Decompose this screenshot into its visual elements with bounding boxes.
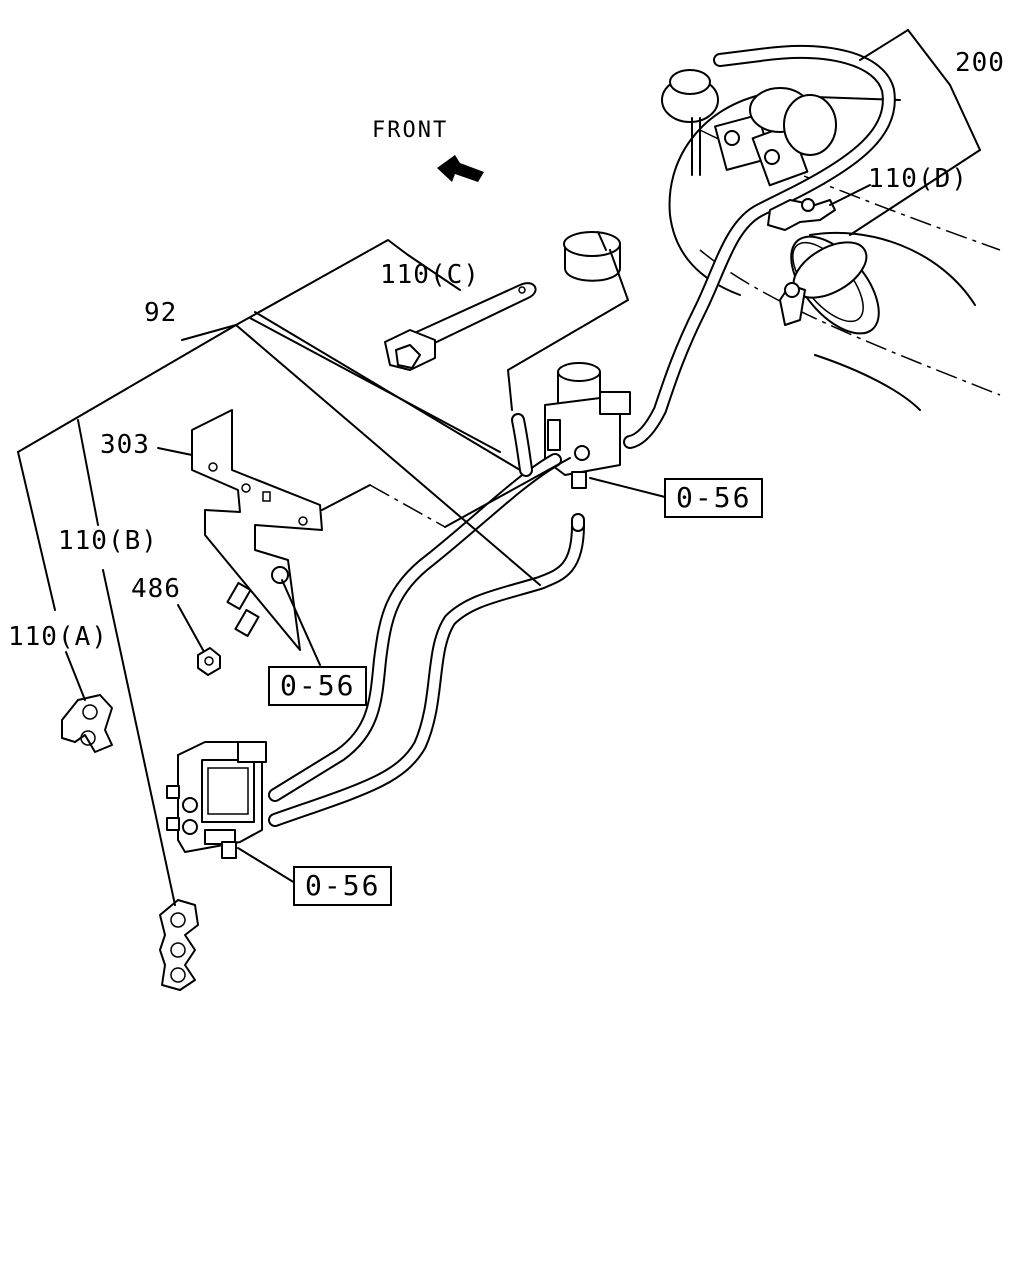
reference-box-upper-valve: 0-56 bbox=[664, 478, 764, 518]
reference-box-bracket: 0-56 bbox=[268, 666, 368, 706]
hose-200 bbox=[623, 44, 896, 449]
upper-solenoid-valve bbox=[544, 362, 631, 489]
leader-200 bbox=[849, 29, 981, 236]
bracket-303 bbox=[191, 409, 323, 651]
vacuum-cap bbox=[563, 231, 621, 282]
front-label: FRONT bbox=[372, 118, 449, 143]
part-label-92: 92 bbox=[144, 298, 178, 328]
clip-110d bbox=[767, 198, 836, 231]
front-arrow-icon bbox=[437, 155, 484, 182]
clip-110b bbox=[159, 899, 199, 991]
leader-110d bbox=[829, 184, 871, 206]
part-label-110d: 110(D) bbox=[868, 164, 968, 194]
vacuum-hoses bbox=[268, 413, 585, 827]
leader-lines bbox=[17, 239, 666, 906]
clip-110a bbox=[61, 694, 113, 753]
part-label-110a: 110(A) bbox=[8, 622, 108, 652]
part-label-110c: 110(C) bbox=[380, 260, 480, 290]
part-label-200: 200 bbox=[955, 48, 1005, 78]
nut-486 bbox=[197, 647, 221, 676]
stud-bolts bbox=[226, 581, 260, 638]
part-label-486: 486 bbox=[131, 574, 181, 604]
clip-110c bbox=[384, 282, 537, 371]
lower-solenoid-valve bbox=[166, 741, 267, 859]
hose-clamp bbox=[779, 241, 868, 326]
turbo-assembly bbox=[661, 69, 837, 187]
part-label-110b: 110(B) bbox=[58, 526, 158, 556]
reference-box-lower-valve: 0-56 bbox=[293, 866, 393, 906]
part-label-303: 303 bbox=[100, 430, 150, 460]
